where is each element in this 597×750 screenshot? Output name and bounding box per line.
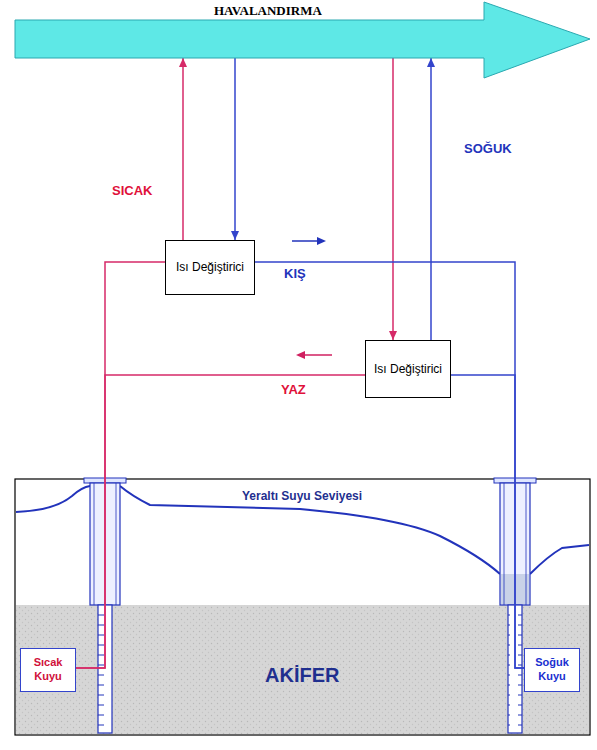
pipe-connector (451, 375, 524, 668)
flow-label: KIŞ (282, 266, 308, 281)
winter-direction-arrow (292, 237, 326, 245)
node-text: Soğuk Kuyu (529, 656, 575, 684)
flow-label: SICAK (110, 183, 154, 198)
pipe-connector (430, 58, 432, 340)
pipe-connector (76, 262, 165, 668)
ventilation-arrow: HAVALANDIRMA (14, 2, 592, 58)
well-label-box: Sıcak Kuyu (20, 648, 76, 692)
pipe-connector (255, 262, 524, 668)
node-text: AKİFER (265, 663, 339, 688)
pipe-connector (76, 375, 365, 668)
flow-label: YAZ (279, 382, 308, 397)
summer-direction-arrow (296, 351, 332, 359)
water-table-label: Yeraltı Suyu Seviyesi (240, 489, 364, 503)
ground-panel (15, 479, 590, 735)
node-text: Sıcak Kuyu (25, 656, 71, 684)
heat-exchanger-box: Isı Değiştirici (165, 240, 255, 295)
aquifer-fill (16, 605, 589, 734)
aquifer-band: AKİFER Sıcak Kuyu Soğuk Kuyu (15, 605, 590, 735)
node-text: Isı Değiştirici (374, 362, 442, 377)
heat-exchanger-box: Isı Değiştirici (365, 340, 451, 398)
pipe-connector (182, 58, 184, 240)
node-text: HAVALANDIRMA (214, 3, 322, 19)
pipe-connector (234, 58, 236, 240)
well-label-box: Soğuk Kuyu (524, 648, 580, 692)
pipe-connector (392, 58, 394, 340)
flow-label: SOĞUK (462, 141, 514, 156)
node-text: Isı Değiştirici (176, 260, 244, 275)
